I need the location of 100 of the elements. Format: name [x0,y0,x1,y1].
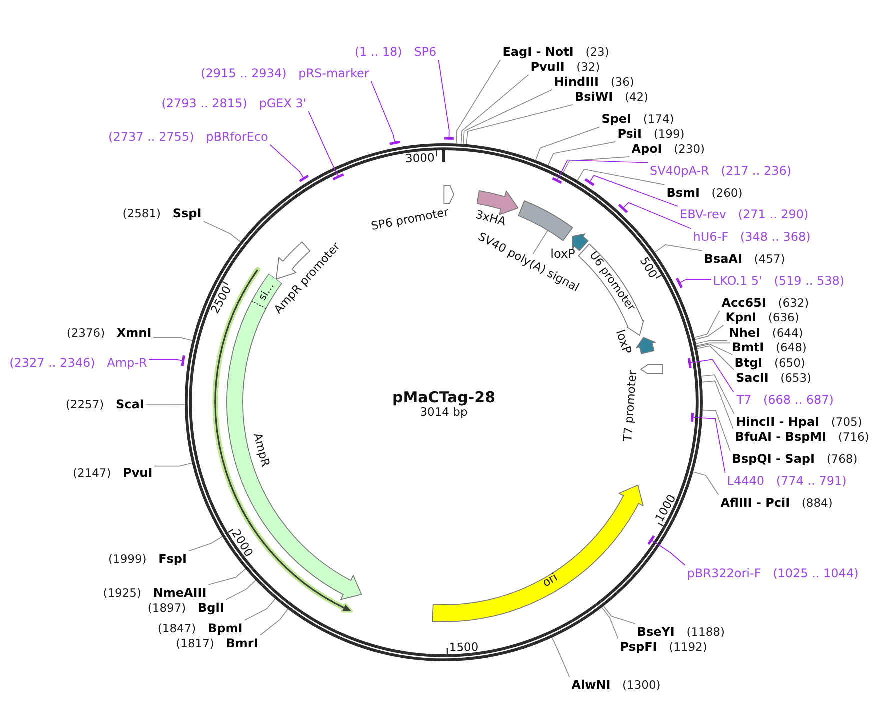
primer-label: (2915 .. 2934) pRS-marker [201,66,370,80]
feature-label: AmpR [250,432,274,468]
restriction-site-label: BseYI (1188) [637,624,725,639]
tick-label: 1000 [652,492,679,525]
leader-line [226,580,256,600]
tick-label: 1500 [449,640,479,654]
restriction-site-label: BspQI - SapI (768) [732,452,858,466]
restriction-site-label: BsiWI (42) [575,90,649,104]
leader-line [680,279,712,284]
primer-label: SV40pA-R (217 .. 236) [650,164,792,178]
leader-line [602,607,619,640]
primer-mark [584,178,595,186]
primer-label: (2327 .. 2346) Amp-R [10,356,148,370]
primer-label: (1 .. 18) SP6 [354,44,437,59]
feature-label: 3xHA [474,207,508,229]
primer-label: T7 (668 .. 687) [736,393,834,408]
leader-line [603,606,636,624]
leader-line [463,89,553,145]
leader-line [148,359,182,362]
feature-label: T7 promoter [620,370,640,442]
primer-mark [676,278,683,288]
leader-line [456,59,502,144]
restriction-site-label: NheI (644) [729,326,804,340]
primer-label: (2737 .. 2755) pBRforEco [108,130,268,144]
leader-line [244,598,276,621]
tick-label: 2500 [208,284,234,316]
restriction-site-label: (2376) XmnI [66,326,152,340]
feature-label: SP6 promoter [370,204,450,234]
restriction-site-label: (1999) FspI [108,552,187,566]
leader-line [552,637,570,678]
feature-label: si… [256,280,277,303]
restriction-site-label: HindIII (36) [554,74,634,89]
leader-line [548,141,616,166]
leader-line [203,221,242,242]
feature-segment [474,190,519,229]
leader-line [696,340,728,344]
restriction-site-label: (1847) BpmI [158,622,243,636]
restriction-site-label: AflIII - PciI (884) [720,496,833,510]
leader-line [154,462,193,467]
feature-label: loxP [613,328,635,356]
plasmid-name: pMaCTag-28 [392,388,496,406]
leader-line [694,325,724,340]
leader-line [694,310,720,338]
primer-mark [552,177,562,184]
leader-line [701,374,735,414]
feature-segment [550,234,589,261]
leader-line [702,380,734,430]
leader-line [557,160,648,180]
primer-label: LKO.1 5' (519 .. 538) [713,274,845,288]
restriction-site-label: EagI - NotI (23) [502,44,610,59]
restriction-site-label: SacII (653) [736,370,812,385]
restriction-site-label: PvuII (32) [530,60,600,74]
leader-line [702,410,731,452]
restriction-site-label: BsaAI (457) [704,252,786,266]
leader-line [590,175,678,207]
restriction-site-label: PsiI (199) [618,126,685,141]
restriction-site-label: PspFI (1192) [620,640,708,654]
leader-line [577,169,666,186]
restriction-site-label: SpeI (174) [602,112,674,126]
leader-line [696,344,734,356]
primer-label: hU6-F (348 .. 368) [693,230,811,244]
restriction-site-label: BfuAI - BspMI (716) [735,430,870,444]
restriction-site-label: (2147) PvuI [73,466,153,480]
leader-line [370,81,396,142]
leader-line [188,536,223,552]
leader-line [624,202,692,230]
restriction-site-label: BmtI (648) [732,340,807,354]
leader-line [652,540,686,566]
restriction-site-label: (2257) ScaI [66,398,144,412]
plasmid-size: 3014 bp [420,405,468,419]
primer-label: EBV-rev (271 .. 290) [680,208,809,222]
primer-mark [181,355,186,366]
leader-line [654,244,703,253]
leader-line [153,337,193,342]
primer-mark [691,413,694,422]
restriction-site-label: BsmI (260) [666,186,743,200]
primer-label: pBR322ori-F (1025 .. 1044) [687,566,859,580]
restriction-site-label: (2581) SspI [122,206,202,220]
tick-label: 3000 [405,150,436,166]
primer-label: (2793 .. 2815) pGEX 3' [162,96,307,110]
restriction-site-label: (1817) BmrI [176,636,258,650]
restriction-site-label: Acc65I (632) [722,296,810,310]
leader-line [532,230,548,254]
leader-line [308,111,338,176]
primer-mark [648,535,656,545]
leader-line [696,346,734,370]
leader-line [438,59,450,138]
leader-line [535,126,600,161]
feature-label: loxP [550,247,576,261]
restriction-site-label: ApoI (230) [632,142,706,156]
restriction-site-label: KpnI (636) [726,310,800,324]
primer-mark [688,358,692,368]
restriction-site-label: AlwNI (1300) [572,678,661,692]
leader-line [460,74,530,144]
restriction-site-label: HincII - HpaI (705) [736,414,862,429]
feature-box [518,200,574,242]
primer-mark [618,204,628,214]
leader-line [208,568,246,586]
feature-segment [432,484,644,622]
leader-line [690,359,734,393]
